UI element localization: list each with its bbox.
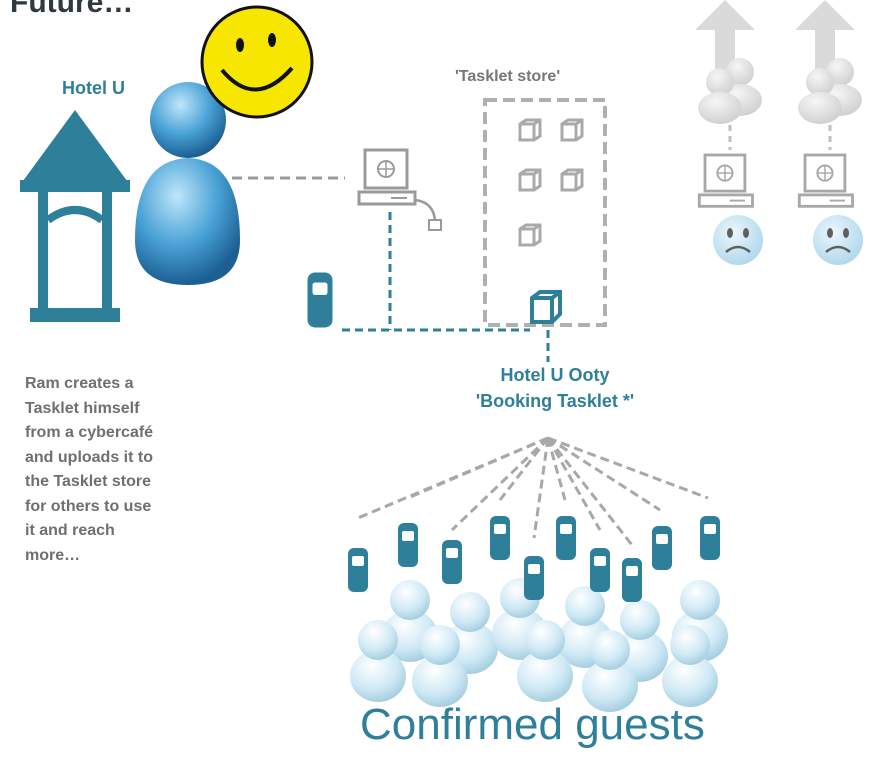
cybercafe-computer-icon — [357, 148, 442, 231]
booking-tasklet-line1: Hotel U Ooty — [500, 365, 610, 385]
mobile-phone-icon — [307, 272, 333, 328]
up-arrow-icon — [695, 0, 755, 73]
description-text: Ram creates a Tasklet himself from a cyb… — [25, 372, 225, 568]
guest-phone-icon — [556, 516, 576, 560]
faded-person-icon — [698, 58, 762, 124]
booking-tasklet-label: Hotel U Ooty 'Booking Tasklet *' — [455, 362, 655, 414]
description-line: from a cybercafé — [25, 424, 154, 441]
up-arrow-icon — [795, 0, 855, 73]
guest-phone-icon — [652, 526, 672, 570]
sad-face-icon — [813, 215, 863, 265]
faded-person-icon — [798, 58, 862, 124]
ram-person-icon — [135, 82, 240, 285]
tasklet-store-label: 'Tasklet store' — [455, 68, 561, 85]
booking-tasklet-cube-icon — [530, 290, 562, 324]
sad-face-icon — [713, 215, 763, 265]
upload-links — [342, 212, 550, 362]
tasklet-cubes — [518, 118, 584, 247]
guest-phone-icon — [590, 548, 610, 592]
guest-phone-icon — [490, 516, 510, 560]
broadcast-rays — [357, 436, 709, 546]
description-line: Ram creates a — [25, 375, 134, 392]
guest-phone-icon — [348, 548, 368, 592]
hotel-label: Hotel U — [62, 78, 125, 98]
faded-computer-icon — [797, 153, 854, 208]
description-line: and uploads it to — [25, 448, 153, 466]
hotel-building-icon — [20, 110, 130, 322]
tasklet-store-box — [483, 98, 607, 327]
confirmed-guests-label: Confirmed guests — [360, 700, 705, 749]
description-line: more… — [25, 546, 81, 564]
guest-phone-icon — [442, 540, 462, 584]
guest-phone-icon — [622, 558, 642, 602]
smiley-face-icon — [200, 5, 314, 119]
tasklet-cube-icon — [518, 168, 542, 192]
tasklet-cube-icon — [560, 118, 584, 142]
description-line: Tasklet himself — [25, 399, 140, 417]
booking-tasklet-line2: 'Booking Tasklet *' — [475, 391, 635, 411]
description-line: for others to use — [25, 497, 152, 515]
faded-computer-icon — [697, 153, 754, 208]
other-users-faded — [695, 0, 863, 265]
tasklet-cube-icon — [518, 118, 542, 142]
tasklet-cube-icon — [518, 223, 542, 247]
tasklet-cube-icon — [560, 168, 584, 192]
description-line: it and reach — [25, 522, 115, 539]
guest-phone-icon — [524, 556, 544, 600]
guest-phone-icon — [700, 516, 720, 560]
description-line: the Tasklet store — [25, 473, 151, 490]
guest-phone-icon — [398, 523, 418, 567]
page-title: Future… — [10, 0, 134, 19]
